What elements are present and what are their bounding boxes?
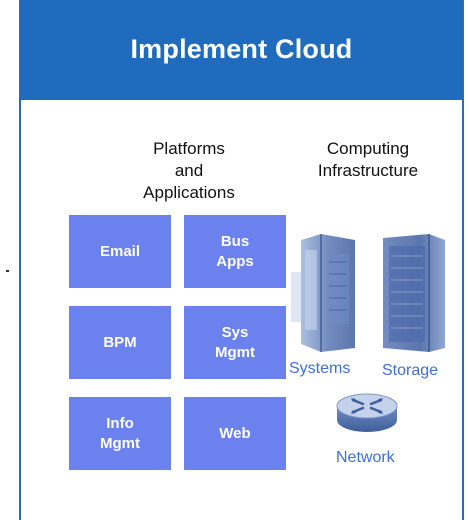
platforms-heading: Platforms and Applications <box>119 138 259 204</box>
storage-rack-icon <box>383 234 445 352</box>
network-router-icon <box>336 393 398 432</box>
tile-bus-apps-label: Bus Apps <box>216 232 254 270</box>
panel-title: Implement Cloud <box>130 34 353 64</box>
systems-server-icon <box>291 234 355 352</box>
tile-bpm[interactable]: BPM <box>69 306 171 379</box>
tile-web[interactable]: Web <box>184 397 286 470</box>
tile-email-label: Email <box>99 242 141 260</box>
computing-heading: Computing Infrastructure <box>298 138 438 182</box>
panel-header: Implement Cloud <box>21 0 462 100</box>
computing-heading-line-1: Computing <box>326 139 410 158</box>
systems-label: Systems <box>289 360 351 377</box>
tile-bus-apps[interactable]: Bus Apps <box>184 215 286 288</box>
implement-cloud-panel: Implement Cloud Platforms and Applicatio… <box>19 0 464 520</box>
platforms-heading-line-1: Platforms <box>153 139 225 158</box>
platforms-heading-line-3: Applications <box>143 183 235 202</box>
network-label: Network <box>336 449 395 466</box>
tile-info-mgmt[interactable]: Info Mgmt <box>69 397 171 470</box>
tile-web-label: Web <box>219 424 251 442</box>
edge-mark <box>6 270 9 272</box>
storage-label: Storage <box>382 362 439 379</box>
tile-sys-mgmt[interactable]: Sys Mgmt <box>184 306 286 379</box>
computing-heading-line-2: Infrastructure <box>317 161 419 180</box>
tile-bpm-label: BPM <box>103 333 137 351</box>
tile-info-mgmt-label: Info Mgmt <box>100 414 140 452</box>
tile-email[interactable]: Email <box>69 215 171 288</box>
platforms-heading-line-2: and <box>174 161 204 180</box>
tile-sys-mgmt-label: Sys Mgmt <box>215 323 255 361</box>
